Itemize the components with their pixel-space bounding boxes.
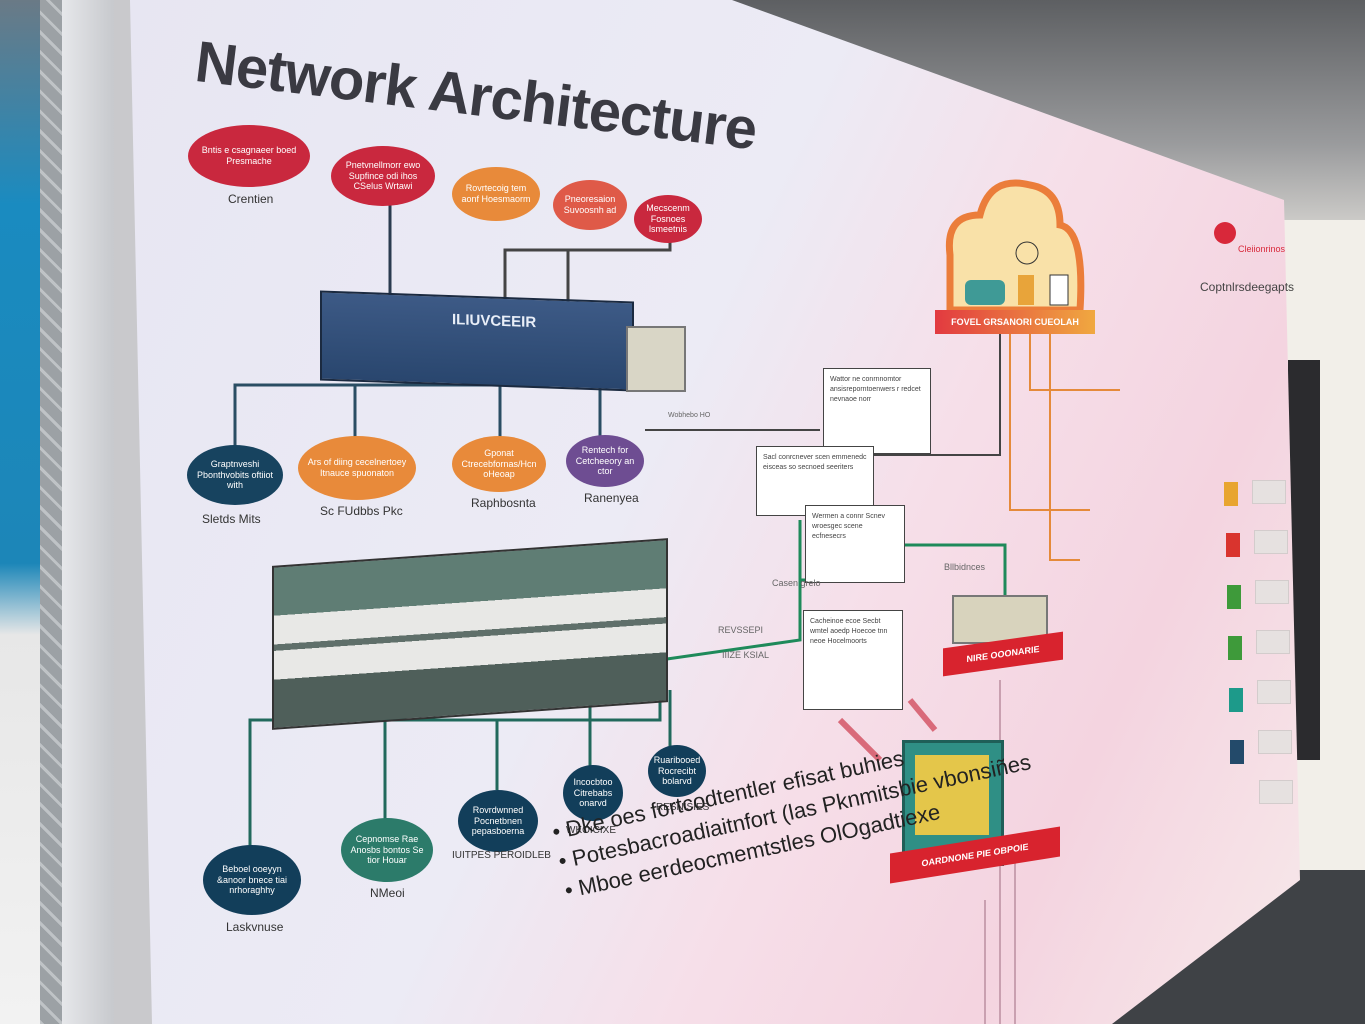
mid-node-3-caption: Raphbosnta bbox=[471, 496, 536, 510]
router-label: ILIUVCEEIR bbox=[452, 311, 537, 332]
network-switch bbox=[272, 538, 668, 730]
banner-frame bbox=[62, 0, 114, 1024]
monitor-screen bbox=[915, 755, 989, 835]
legend-tag bbox=[1259, 780, 1293, 804]
cloud-label-bar: FOVEL GRSANORI CUEOLAH bbox=[935, 310, 1095, 334]
legend-square-navy bbox=[1230, 740, 1244, 764]
cloud-icon bbox=[945, 179, 1085, 314]
top-node-5: Mecscenm Fosnoes lsmeetnis bbox=[634, 195, 702, 243]
mid-node-1: Graptnveshi Pbonthvobits oftiiot with bbox=[187, 445, 283, 505]
legend-square-orange bbox=[1224, 482, 1238, 506]
connector-label: IIIZE KSIAL bbox=[722, 650, 770, 660]
brand-tagline: Coptnlrsdeegapts bbox=[1200, 280, 1295, 294]
legend-square-red bbox=[1226, 533, 1240, 557]
legend-square-teal bbox=[1229, 688, 1243, 712]
mid-node-2: Ars of diing cecelnertoey Itnauce spuona… bbox=[298, 436, 416, 500]
top-node-3: Rovrtecoig tem aonf Hoesmaorm bbox=[452, 167, 540, 221]
legend-tag bbox=[1257, 680, 1291, 704]
legend-tag bbox=[1255, 580, 1289, 604]
brand-name: Cleiionrinos bbox=[1238, 244, 1286, 254]
poster-banner bbox=[130, 0, 1300, 1024]
info-box-4: Cacheinoe ecoe Secbt wmtel aoedp Hoecoe … bbox=[803, 610, 903, 710]
bottom-node-5-caption: RESNISIES bbox=[656, 802, 710, 813]
connector-label: REVSSEPI bbox=[718, 625, 764, 635]
mid-node-3: Gponat Ctrecebfornas/Hcn oHeoap bbox=[452, 436, 546, 492]
top-node-1: Bntis e csagnaeer boed Presmache bbox=[188, 125, 310, 187]
legend-square-green bbox=[1227, 585, 1241, 609]
connector-label: Wobhebo HO bbox=[668, 412, 711, 419]
info-box-1: Wattor ne conrnnomtor ansisreporntoenwer… bbox=[823, 368, 931, 454]
mid-node-1-caption: Sletds Mits bbox=[202, 512, 261, 526]
top-node-4: Pneoresaion Suvoosnh ad bbox=[553, 180, 627, 230]
bottom-node-1: Beboel ooeyyn &anoor bnece tiai nrhoragh… bbox=[203, 845, 301, 915]
legend-square-green bbox=[1228, 636, 1242, 660]
legend-tag bbox=[1258, 730, 1292, 754]
mid-node-4: Rentech for Cetcheeory an ctor bbox=[566, 435, 644, 487]
bottom-node-4-caption: WKOICIXE bbox=[566, 825, 617, 836]
legend-tag bbox=[1256, 630, 1290, 654]
bottom-node-3: Rovrdwnned Pocnetbnen pepasboerna bbox=[458, 790, 538, 852]
bottom-node-2: Cepnomse Rae Anosbs bontos Se tior Houar bbox=[341, 818, 433, 882]
router-device: ILIUVCEEIR bbox=[320, 290, 634, 392]
bottom-node-3-caption: IUITPES PEROIDLEB bbox=[452, 850, 551, 861]
bottom-node-4: Incocbtoo Citrebabs onarvd bbox=[563, 765, 623, 821]
top-node-2: Pnetvnellmorr ewo Supfince odi ihos CSel… bbox=[331, 146, 435, 206]
connector-label: Bllbidnces bbox=[944, 562, 986, 572]
bottom-node-2-caption: NMeoi bbox=[370, 886, 405, 900]
brand-logo-icon bbox=[1214, 222, 1236, 244]
bottom-node-1-caption: Laskvnuse bbox=[226, 920, 284, 934]
legend-tag bbox=[1254, 530, 1288, 554]
router-module bbox=[626, 326, 686, 392]
legend-tag bbox=[1252, 480, 1286, 504]
mid-node-4-caption: Ranenyea bbox=[584, 491, 639, 505]
truss bbox=[40, 0, 64, 1024]
top-node-1-caption: Crentien bbox=[228, 192, 274, 206]
info-box-3: Wermen a connr Scnev wroesgec scene ecfn… bbox=[805, 505, 905, 583]
mid-node-2-caption: Sc FUdbbs Pkc bbox=[320, 504, 403, 518]
bottom-node-5: Ruaribooed Rocrecibt bolarvd bbox=[648, 745, 706, 797]
connector-label: Casen grelo bbox=[772, 578, 821, 588]
